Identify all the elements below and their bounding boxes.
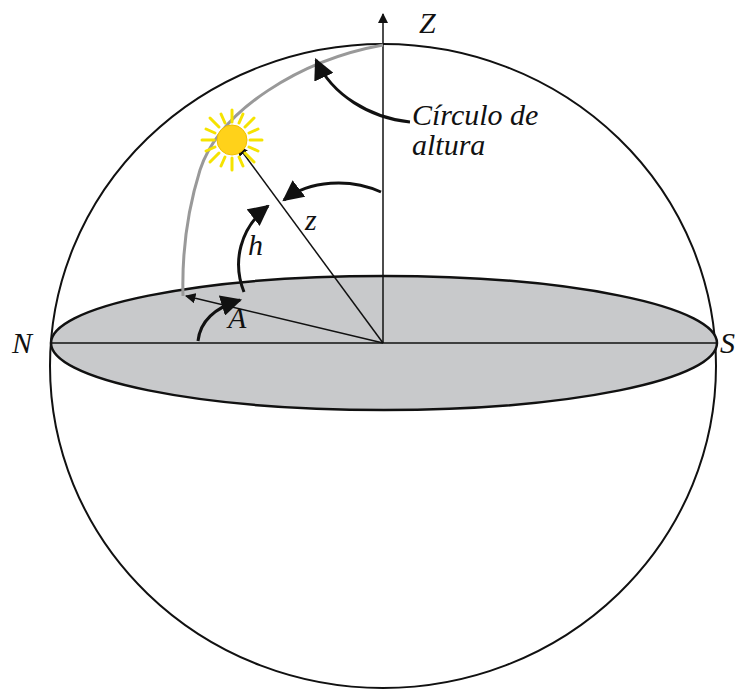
altitude-circle (183, 45, 383, 296)
horizon-plane (51, 276, 717, 410)
zenith-distance-arc (284, 183, 381, 200)
south-label: S (720, 328, 735, 358)
callout-arrow (316, 60, 410, 122)
altitude-arc (239, 206, 268, 292)
sun-symbol (202, 110, 262, 170)
azimuth-direction (186, 296, 383, 343)
zenith-label: Z (419, 8, 436, 38)
azimuth-label: A (228, 303, 246, 333)
callout-label: Círculo de altura (412, 100, 587, 160)
zenith-distance-label: z (305, 205, 317, 235)
north-south-line (51, 342, 717, 344)
zenith-axis (382, 14, 384, 343)
altitude-label: h (248, 230, 263, 260)
north-label: N (12, 328, 32, 358)
